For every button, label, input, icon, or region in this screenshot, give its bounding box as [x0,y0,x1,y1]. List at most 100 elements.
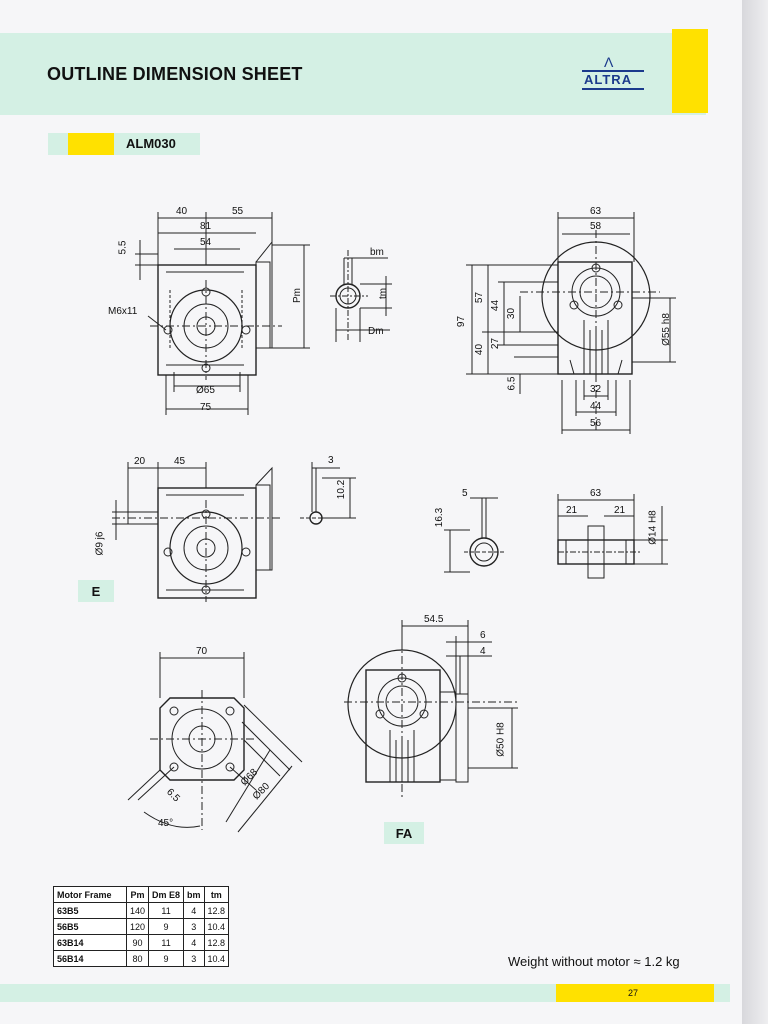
table-cell: 12.8 [203,934,230,951]
output-shaft-view [557,494,668,579]
footer-accent [556,984,714,1002]
table-cell: 63B14 [53,934,127,951]
column-header: Dm E8 [148,886,185,903]
dim-label: bm [370,247,384,258]
model-name: ALM030 [126,136,176,151]
header-accent [672,29,708,113]
dim-label: 20 [134,456,146,467]
dim-label: Dm [368,326,384,337]
table-cell: 11 [148,934,185,951]
table-cell: 4 [183,934,205,951]
model-tag-accent [68,133,114,155]
dim-label: 63 [590,206,602,217]
dim-label: tm [378,287,390,300]
dim-label: 21 [614,505,626,516]
dim-label: 30 [506,307,518,320]
table-cell: 12.8 [203,902,230,919]
bore-section [330,250,392,342]
dim-label: 21 [566,505,578,516]
dim-label: Ø14 H8 [647,510,659,545]
view-label-fa: FA [384,822,424,844]
dim-label: 6.5 [506,376,518,391]
logo-text: ALTRA [584,72,633,87]
dim-label: 55 [232,206,244,217]
dim-label: Ø9 j6 [94,531,106,556]
dim-label: 54.5 [424,614,444,625]
dim-label: Ø50 H8 [495,722,507,757]
shaft-view [112,462,282,602]
dim-label: Pm [292,288,303,303]
hollow-section [444,497,504,573]
dim-label: 57 [474,291,486,304]
column-header: tm [203,886,230,903]
dim-label: 6 [480,630,486,641]
dim-label: 16.3 [434,507,446,528]
book-spine [742,0,768,1024]
table-cell: 10.4 [203,950,230,967]
page-number: 27 [628,988,639,998]
column-header: Motor Frame [53,886,127,903]
motor-frame-table: Motor Frame Pm Dm E8 bm tm 63B5 140 11 4… [53,886,230,967]
table-cell: 90 [125,934,150,951]
weight-note: Weight without motor ≈ 1.2 kg [508,954,680,969]
dim-label: 5 [462,488,468,499]
table-cell: 56B5 [53,918,127,935]
dim-label: 45 [174,456,186,467]
table-row: 56B5 120 9 3 10.4 [53,918,230,935]
table-cell: 3 [183,918,205,935]
model-tag: ALM030 [48,133,200,155]
footer-band [0,984,730,1002]
dim-label: 63 [590,488,602,499]
table-header-row: Motor Frame Pm Dm E8 bm tm [53,886,230,903]
dim-label: Ø65 [196,385,215,396]
table-row: 56B14 80 9 3 10.4 [53,950,230,967]
view-label-e: E [78,580,114,602]
table-cell: 11 [148,902,185,919]
table-cell: 56B14 [53,950,127,967]
dim-label: 75 [200,402,212,413]
table-cell: 140 [125,902,150,919]
dim-label: 44 [490,299,502,312]
flange-view [127,652,303,833]
table-cell: 9 [148,918,185,935]
dim-label: 6.5 [164,786,182,805]
dim-label: Ø80 [250,780,273,803]
dim-label: Ø68 [238,766,261,789]
column-header: bm [183,886,205,903]
key-section [300,462,356,525]
logo-rule [582,70,644,72]
end-view [466,212,676,434]
dim-label: 58 [590,221,602,232]
dim-label: 27 [490,337,502,350]
column-header: Pm [125,886,150,903]
brand-logo: Λ ALTRA [582,52,644,90]
table-row: 63B5 140 11 4 12.8 [53,902,230,919]
dim-label: 45° [158,818,174,829]
dim-label: 3 [328,455,334,466]
dim-label: 5.5 [117,240,129,255]
dim-label: 54 [200,237,212,248]
dim-label: 81 [200,221,212,232]
table-cell: 9 [148,950,185,967]
technical-drawing [112,212,676,833]
header-band [0,33,706,115]
dim-label: 4 [480,646,486,657]
dim-label: 56 [590,418,602,429]
page-title: OUTLINE DIMENSION SHEET [47,64,303,84]
dim-label: 70 [196,646,208,657]
fa-view [344,620,520,800]
table-cell: 80 [125,950,150,967]
table-cell: 63B5 [53,902,127,919]
dim-label: 10.2 [336,479,348,500]
logo-triangle-icon: Λ [604,54,614,70]
dim-label: 32 [590,384,602,395]
table-row: 63B14 90 11 4 12.8 [53,934,230,951]
dim-label: 97 [456,315,468,328]
table-cell: 3 [183,950,205,967]
table-cell: 4 [183,902,205,919]
table-cell: 120 [125,918,150,935]
dim-label: Ø55 h8 [660,313,672,346]
table-cell: 10.4 [203,918,230,935]
dim-label: 40 [176,206,188,217]
